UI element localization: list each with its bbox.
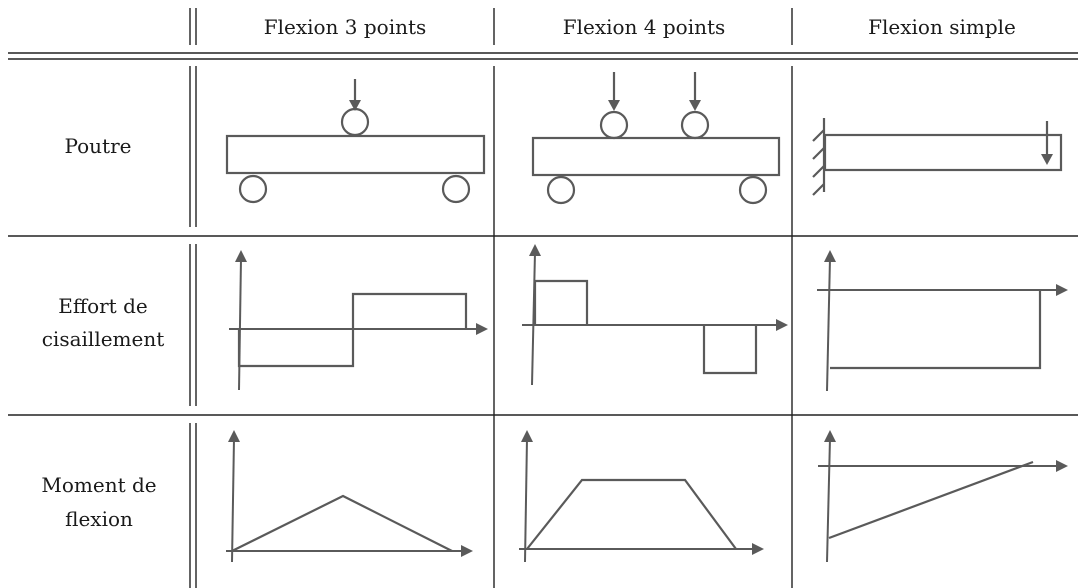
shear-simple [817,250,1068,392]
table-rules [8,8,1078,588]
shear-curve [830,290,1042,370]
y-axis [826,437,831,563]
wall-hatch [812,147,825,160]
y-axis [531,251,536,386]
y-axis [231,437,235,563]
moment-4-points [519,430,764,563]
beam-rect [531,136,781,177]
axis-arrow-icon [461,545,473,557]
shear-curve-negative [702,325,758,375]
down-arrow-head-icon [349,100,361,111]
axis-arrow-icon [824,250,836,262]
header-flexion-3-points: Flexion 3 points [264,15,427,39]
row-label-poutre: Poutre [64,134,131,158]
beam-3-points [225,79,486,204]
moment-curve [231,494,453,552]
shear-4-points [522,244,788,386]
axis-arrow-icon [1056,460,1068,472]
y-axis [238,257,242,391]
row-label-moment-line2: flexion [65,507,133,531]
load-roller-icon [340,107,370,137]
header-flexion-4-points: Flexion 4 points [563,15,726,39]
y-axis [826,257,831,392]
axis-arrow-icon [1056,284,1068,296]
shear-curve [237,292,468,368]
axis-arrow-icon [776,319,788,331]
shear-3-points [229,250,488,391]
row-label-moment-line1: Moment de [41,473,156,497]
axis-arrow-icon [752,543,764,555]
down-arrow-head-icon [1041,154,1053,165]
roller-support-icon [238,174,268,204]
axis-arrow-icon [228,430,240,442]
moment-curve [526,478,737,550]
moment-3-points [226,430,473,563]
moment-simple [818,430,1068,563]
down-arrow-head-icon [689,100,701,111]
beam-rect [225,134,486,175]
down-arrow-head-icon [608,100,620,111]
axis-arrow-icon [824,430,836,442]
wall-hatch [812,129,825,142]
roller-support-icon [738,175,768,205]
y-axis [524,437,528,563]
axis-arrow-icon [521,430,533,442]
header-flexion-simple: Flexion simple [868,15,1016,39]
beam-rect [823,133,1063,172]
moment-curve [828,460,1034,540]
wall-hatch [812,165,825,178]
beam-4-points [531,72,781,205]
roller-support-icon [441,174,471,204]
row-label-effort-line1: Effort de [58,294,147,318]
axis-arrow-icon [529,244,541,256]
roller-support-icon [546,175,576,205]
load-roller-icon [680,110,710,140]
beam-cantilever [812,118,1063,196]
row-label-effort-line2: cisaillement [42,327,165,351]
load-roller-icon [599,110,629,140]
axis-arrow-icon [235,250,247,262]
shear-curve-positive [533,279,589,325]
wall-hatch [812,183,825,196]
axis-arrow-icon [476,323,488,335]
